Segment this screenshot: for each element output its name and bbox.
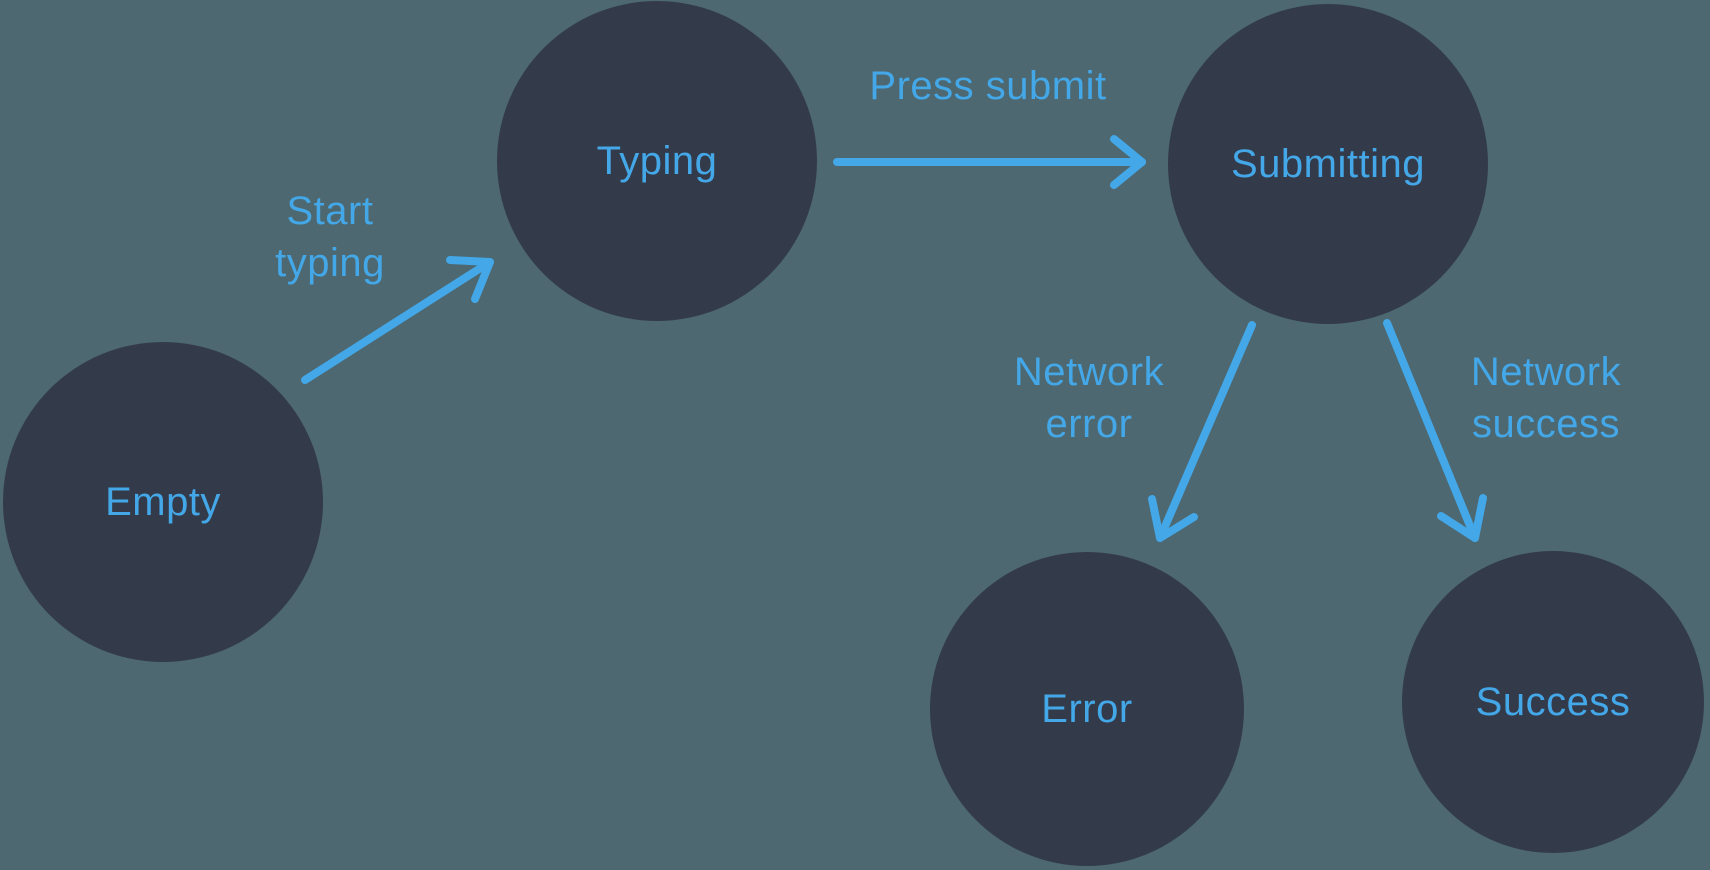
edge-label-press-submit: Press submit <box>869 64 1107 108</box>
node-label: Submitting <box>1231 141 1425 186</box>
arrow-head-icon <box>1148 495 1198 542</box>
state-node-error: Error <box>930 552 1244 866</box>
state-node-typing: Typing <box>497 1 817 321</box>
state-node-empty: Empty <box>3 342 323 662</box>
node-label: Error <box>1041 686 1133 731</box>
edge-label-start-typing: Start typing <box>275 189 385 285</box>
arrow-head-icon <box>1437 494 1487 542</box>
edge-network-success-arrow <box>1383 319 1487 542</box>
edge-label-network-success: Network success <box>1470 350 1622 446</box>
edge-label-network-error: Network error <box>1013 350 1165 446</box>
node-label: Success <box>1475 679 1631 724</box>
arrow-shaft <box>1383 319 1479 542</box>
node-label: Typing <box>596 138 718 183</box>
state-node-success: Success <box>1402 551 1704 853</box>
edge-press-submit-arrow <box>833 135 1146 189</box>
arrow-shaft <box>1156 321 1256 542</box>
arrow-head-icon <box>1110 135 1146 189</box>
arrow-head-icon <box>446 256 494 303</box>
state-node-submitting: Submitting <box>1168 4 1488 324</box>
edge-network-error-arrow <box>1148 321 1256 542</box>
node-label: Empty <box>105 479 221 524</box>
